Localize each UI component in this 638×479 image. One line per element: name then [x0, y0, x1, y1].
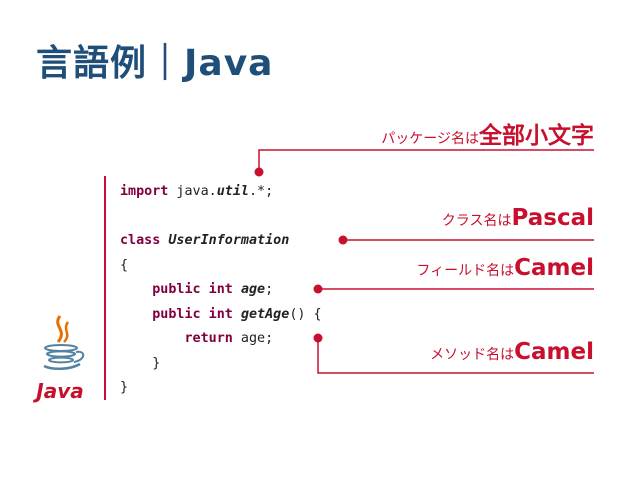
package-connector [258, 149, 594, 172]
class-annotation: クラス名はPascal [441, 205, 594, 231]
java-logo-icon: Java [32, 315, 85, 403]
field-dot [313, 284, 323, 294]
method-annotation: メソッド名はCamel [430, 339, 594, 365]
code-line: } [120, 355, 161, 371]
code-line: import java.util.*; [120, 184, 274, 199]
code-line: return age; [184, 331, 274, 346]
package-dot [254, 167, 264, 177]
code-line: public int getAge() { [152, 306, 322, 322]
code-line: { [120, 257, 129, 273]
method-dot [313, 333, 323, 343]
code-line: } [120, 380, 129, 395]
package-annotation: パッケージ名は全部小文字 [381, 123, 594, 149]
code-line: public int age; [152, 282, 274, 297]
java-logo-text: Java [32, 379, 83, 403]
page-title: 言語例｜Java [36, 43, 274, 84]
java-logo: Java [30, 312, 94, 412]
field-annotation: フィールド名はCamel [416, 255, 594, 281]
code-divider [104, 176, 106, 400]
method-connector [317, 338, 594, 374]
code-block: import java.util.*; class UserInformation… [120, 180, 322, 401]
code-line: class UserInformation [120, 233, 290, 248]
class-dot [338, 235, 348, 245]
